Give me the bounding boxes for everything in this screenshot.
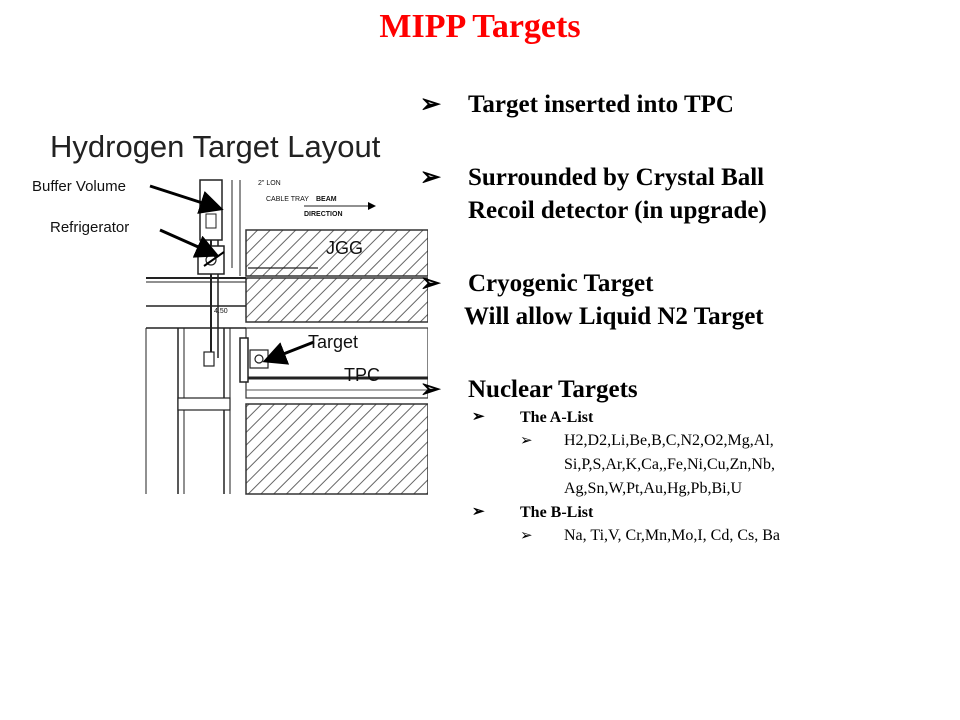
buffer-volume-label: Buffer Volume xyxy=(32,178,126,195)
slide-title: MIPP Targets xyxy=(379,8,581,45)
bullet-arrow-icon: ➢ xyxy=(420,270,441,297)
bullet-text-continued: Recoil detector (in upgrade) xyxy=(468,197,767,224)
cable-tray-label: CABLE TRAY xyxy=(266,196,309,203)
bullet-arrow-icon: ➢ xyxy=(472,409,485,425)
direction-label: DIRECTION xyxy=(304,211,343,218)
bullet-target-inserted: ➢ Target inserted into TPC xyxy=(420,88,940,121)
beam-label: BEAM xyxy=(316,196,337,203)
bullet-arrow-icon: ➢ xyxy=(472,504,485,520)
dimension-label: 4.50 xyxy=(214,308,228,315)
tpc-label: TPC xyxy=(344,365,380,385)
sub-bullet-text: The B-List xyxy=(520,504,594,521)
bullet-list: ➢ Target inserted into TPC ➢ Surrounded … xyxy=(420,88,940,548)
bullet-crystal-ball: ➢ Surrounded by Crystal Ball Recoil dete… xyxy=(420,161,940,227)
bullet-text: Target inserted into TPC xyxy=(468,91,734,118)
hydrogen-target-layout-figure xyxy=(145,179,428,495)
b-list-elements: ➢ Na, Ti,V, Cr,Mn,Mo,I, Cd, Cs, Ba xyxy=(420,524,940,548)
bullet-nuclear-targets: ➢ Nuclear Targets xyxy=(420,373,940,406)
lon-label: 2" LON xyxy=(258,180,281,187)
a-list-line-2: Si,P,S,Ar,K,Ca,,Fe,Ni,Cu,Zn,Nb, xyxy=(564,456,775,473)
bullet-text: Nuclear Targets xyxy=(468,376,638,403)
bullet-arrow-icon: ➢ xyxy=(420,91,441,118)
target-cell xyxy=(249,349,269,369)
refrigerator-label: Refrigerator xyxy=(50,219,130,236)
bullet-arrow-icon: ➢ xyxy=(520,433,533,449)
buffer-volume-body xyxy=(199,179,223,241)
bullet-arrow-icon: ➢ xyxy=(520,528,533,544)
a-list-line-3: Ag,Sn,W,Pt,Au,Hg,Pb,Bi,U xyxy=(564,480,743,497)
b-list-line-1: Na, Ti,V, Cr,Mn,Mo,I, Cd, Cs, Ba xyxy=(564,527,780,544)
sub-bullet-a-list: ➢ The A-List xyxy=(420,406,940,429)
bullet-text: Surrounded by Crystal Ball xyxy=(468,164,765,191)
sub-bullet-text: The A-List xyxy=(520,409,594,426)
sub-bullet-b-list: ➢ The B-List xyxy=(420,501,940,524)
bullet-text-continued: Will allow Liquid N2 Target xyxy=(464,303,764,330)
jgg-mid-block xyxy=(245,277,428,323)
target-label: Target xyxy=(308,332,359,352)
bullet-cryogenic-target: ➢ Cryogenic Target Will allow Liquid N2 … xyxy=(420,267,940,333)
jgg-label: JGG xyxy=(326,238,364,258)
bullet-arrow-icon: ➢ xyxy=(420,164,441,191)
bullet-text: Cryogenic Target xyxy=(468,270,654,297)
bullet-arrow-icon: ➢ xyxy=(420,376,441,403)
tpc-lower-block xyxy=(245,403,428,495)
target-flange xyxy=(239,337,249,383)
figure-heading: Hydrogen Target Layout xyxy=(50,129,381,164)
a-list-line-1: H2,D2,Li,Be,B,C,N2,O2,Mg,Al, xyxy=(564,432,774,449)
a-list-elements: ➢ H2,D2,Li,Be,B,C,N2,O2,Mg,Al, Si,P,S,Ar… xyxy=(420,429,940,501)
